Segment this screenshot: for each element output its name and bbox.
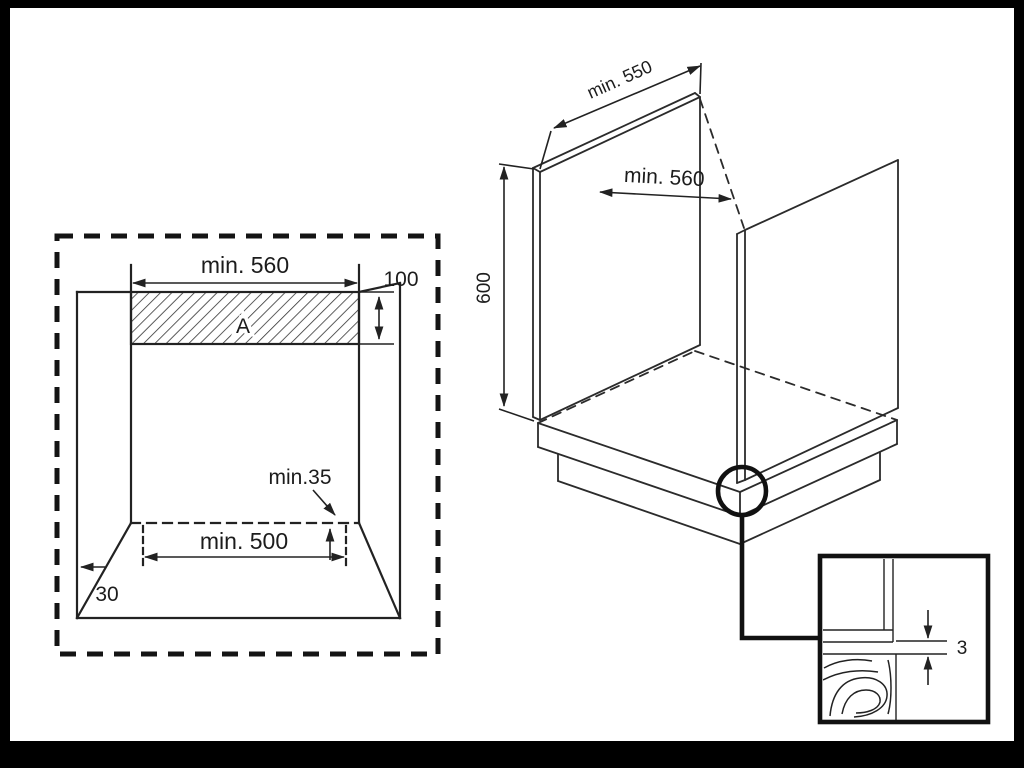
detail-wood-grain (823, 658, 892, 718)
dim-min35-step: min.35 (268, 466, 336, 516)
dim-min560-width: min. 560 (599, 164, 732, 203)
dim-3mm-label: 3 (957, 638, 968, 659)
dim-3mm-gap: 3 (923, 610, 968, 685)
base-and-plinth (537, 419, 898, 545)
iso-view-diagram: 600 min. 550 min. 560 (474, 56, 899, 641)
cabinet-niche-outline (75, 263, 402, 620)
dim-100-label: 100 (383, 268, 418, 291)
detail-inset-box: 3 (817, 553, 991, 725)
dim-min560-top-label: min. 560 (201, 252, 289, 278)
canvas-background (10, 8, 1014, 741)
dim-min500-bottom: min. 500 (144, 528, 345, 562)
detail-connector-line (739, 515, 820, 641)
dim-600-height: 600 (474, 163, 535, 422)
detail-panel-lines (823, 559, 947, 720)
dashed-installation-boundary (54, 233, 441, 657)
dim-min35-label: min.35 (268, 466, 331, 489)
right-side-panel (736, 159, 899, 484)
strip-label: A (236, 315, 250, 338)
hidden-edges (537, 98, 898, 424)
dim-min560-iso-label: min. 560 (624, 164, 706, 191)
dim-min500-label: min. 500 (200, 528, 288, 554)
dim-min560-top: min. 560 (132, 252, 358, 288)
hatched-area (129, 290, 361, 346)
dim-30-side: 30 (80, 562, 119, 606)
detail-box-border (817, 553, 991, 725)
detail-content (823, 559, 947, 720)
dim-600-label: 600 (474, 272, 495, 304)
front-view-diagram: A min. 560 100 min. 500 min.35 30 (54, 233, 441, 657)
dim-30-label: 30 (95, 583, 118, 606)
ventilation-strip: A (129, 290, 361, 346)
dim-100-strip: 100 (359, 268, 419, 345)
